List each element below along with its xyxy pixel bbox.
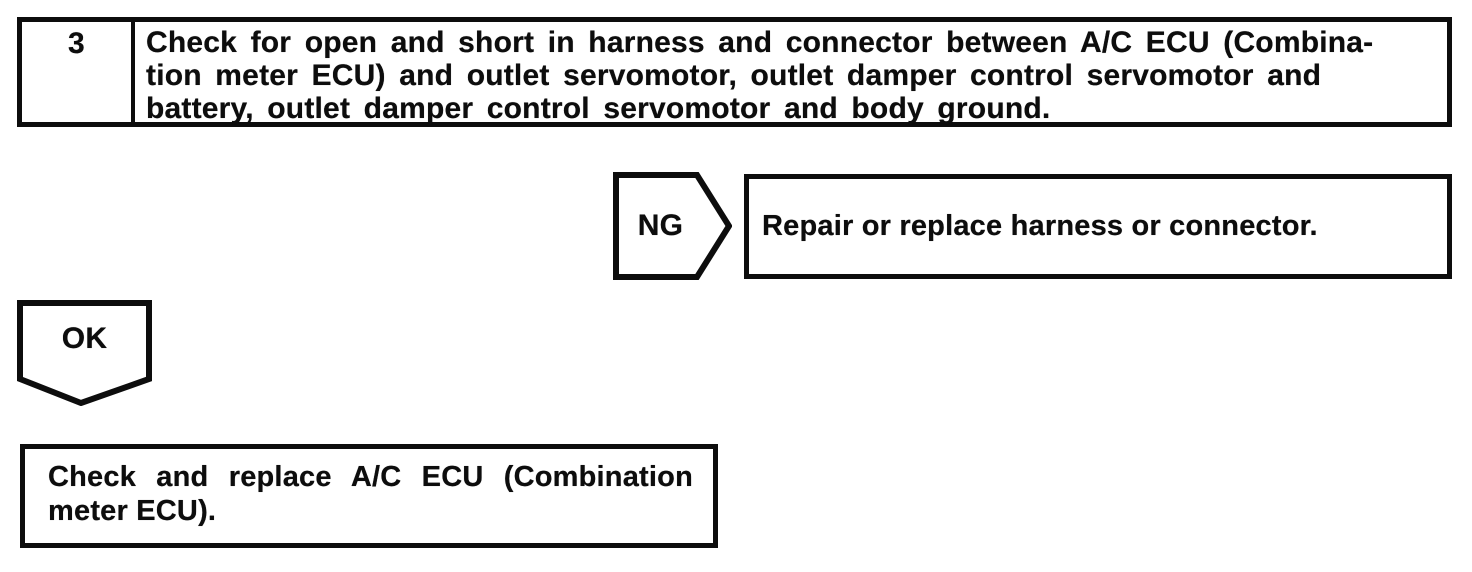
result-text-line: meter ECU).: [48, 495, 217, 527]
step-number: 3: [22, 22, 135, 122]
ng-action-text: Repair or replace harness or connector.: [762, 210, 1318, 242]
ok-connector: OK: [17, 300, 152, 406]
result-text-line: Check and replace A/C ECU (Combination: [48, 461, 693, 493]
step-instruction-line: tion meter ECU) and outlet servomotor, o…: [146, 59, 1322, 92]
step-instruction-line: battery, outlet damper control servomoto…: [146, 92, 1051, 125]
result-box: Check and replace A/C ECU (Combination m…: [20, 444, 718, 548]
step-instruction: Check for open and short in harness and …: [135, 22, 1447, 125]
ok-label: OK: [61, 322, 108, 355]
step-box: 3 Check for open and short in harness an…: [17, 17, 1452, 127]
ng-action-box: Repair or replace harness or connector.: [744, 174, 1452, 279]
ok-arrow-icon: [17, 300, 152, 406]
ng-arrow-icon: [613, 172, 732, 280]
ng-label: NG: [637, 209, 684, 242]
ng-connector: NG: [613, 172, 732, 280]
step-instruction-line: Check for open and short in harness and …: [146, 26, 1374, 59]
